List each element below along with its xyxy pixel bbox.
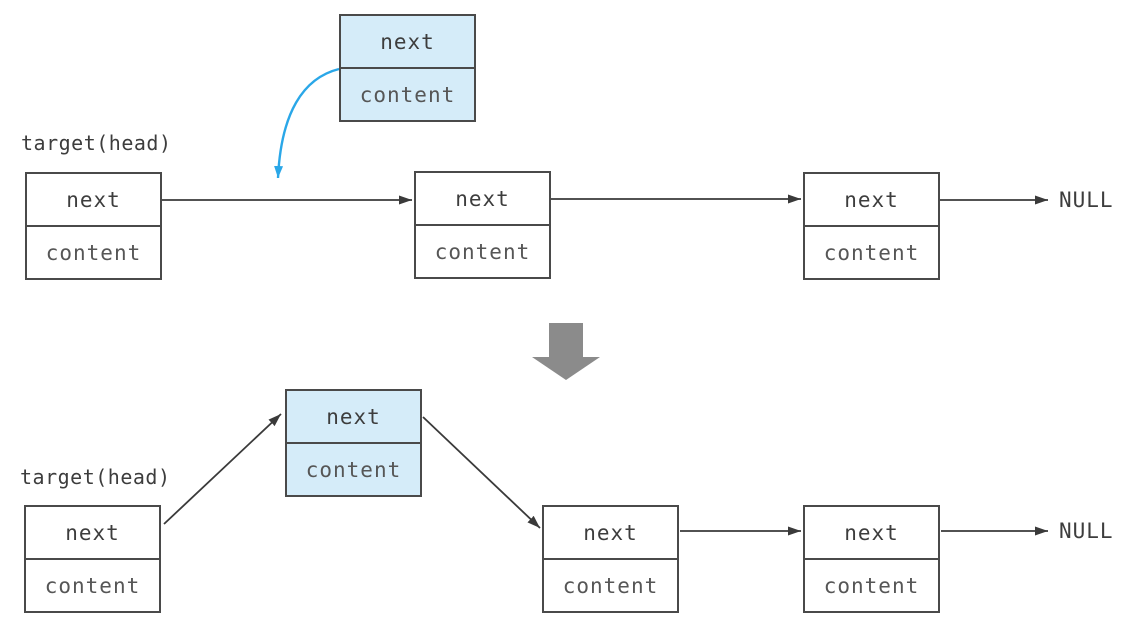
node-content-cell: content (544, 558, 677, 611)
after-node-3: next content (803, 505, 940, 613)
transition-arrow-icon (532, 323, 600, 380)
after-arrow-head-inserted (163, 413, 282, 525)
node-content-cell: content (805, 558, 938, 611)
before-null-label: NULL (1059, 188, 1114, 212)
node-content-cell: content (341, 67, 474, 120)
node-content-label: content (823, 240, 920, 265)
after-arrow-inserted-node2 (422, 416, 541, 529)
node-content-label: content (562, 573, 659, 598)
before-node-2: next content (414, 171, 551, 279)
after-node-2: next content (542, 505, 679, 613)
node-next-cell: next (416, 173, 549, 224)
after-null-label: NULL (1059, 519, 1114, 543)
node-content-label: content (45, 240, 142, 265)
node-next-label: next (583, 520, 638, 545)
node-content-cell: content (26, 558, 159, 611)
node-content-cell: content (805, 225, 938, 278)
node-content-label: content (305, 457, 402, 482)
node-next-cell: next (805, 174, 938, 225)
node-content-cell: content (416, 224, 549, 277)
after-node-1: next content (24, 505, 161, 613)
before-new-node: next content (339, 14, 476, 122)
node-content-label: content (434, 239, 531, 264)
insert-arrow-icon (274, 67, 340, 179)
node-next-cell: next (26, 507, 159, 558)
node-next-cell: next (287, 391, 420, 442)
before-head-pointer-label: target(head) (21, 131, 172, 155)
node-content-label: content (44, 573, 141, 598)
node-next-cell: next (805, 507, 938, 558)
node-next-label: next (326, 404, 381, 429)
node-next-cell: next (27, 174, 160, 225)
node-next-label: next (844, 187, 899, 212)
node-next-label: next (380, 29, 435, 54)
node-next-label: next (65, 520, 120, 545)
node-next-cell: next (341, 16, 474, 67)
node-next-label: next (455, 186, 510, 211)
node-next-label: next (66, 187, 121, 212)
node-content-label: content (823, 573, 920, 598)
before-node-3: next content (803, 172, 940, 280)
node-next-label: next (844, 520, 899, 545)
before-node-1: next content (25, 172, 162, 280)
after-inserted-node: next content (285, 389, 422, 497)
node-content-label: content (359, 82, 456, 107)
after-head-pointer-label: target(head) (20, 465, 171, 489)
node-content-cell: content (27, 225, 160, 278)
node-content-cell: content (287, 442, 420, 495)
node-next-cell: next (544, 507, 677, 558)
